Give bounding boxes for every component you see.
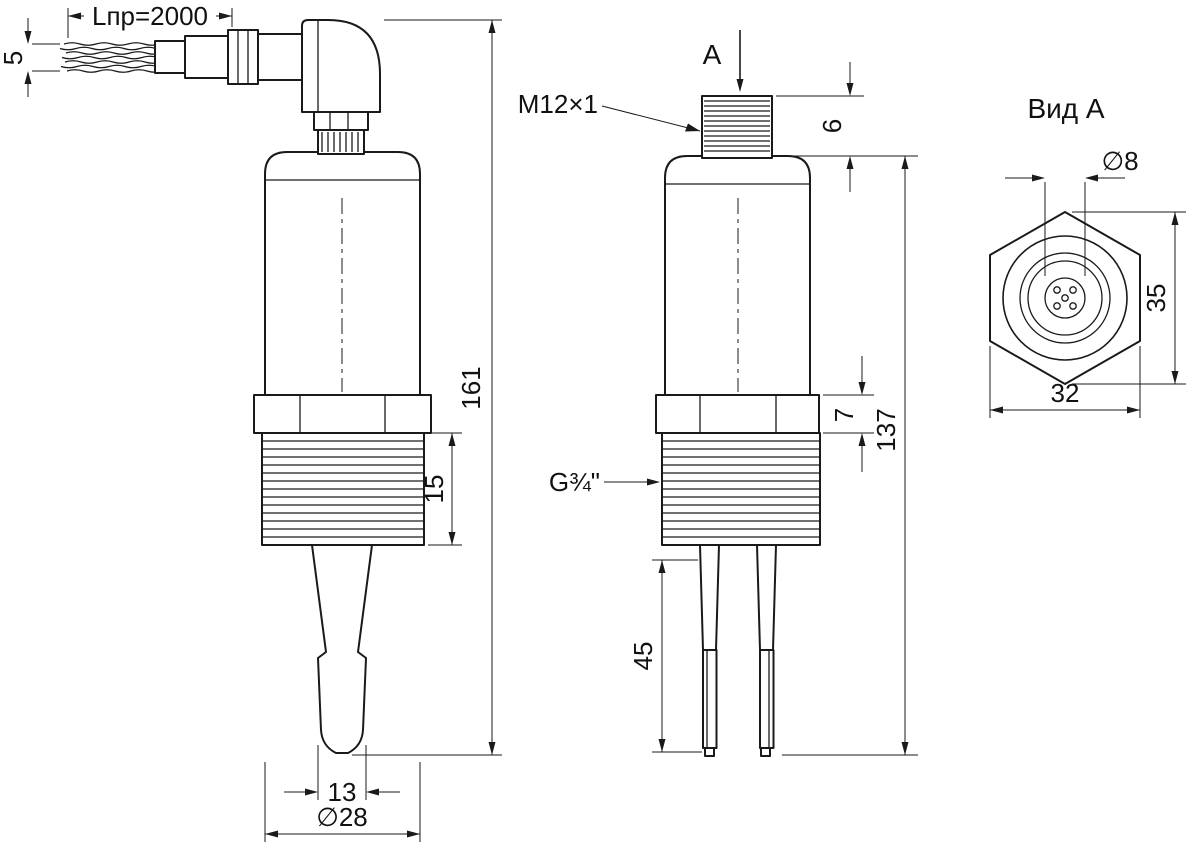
elbow-connector [301, 19, 381, 113]
dim-thread-length: 15 [419, 432, 462, 546]
hex-nut-front [655, 394, 820, 434]
dim-cable-length-text: Lпр=2000 [92, 1, 208, 31]
dim-connector-height-text: 6 [817, 119, 847, 133]
process-thread-text: G¾" [549, 467, 600, 497]
view-a-title: Вид А [1027, 93, 1104, 124]
section-view-arrow: А [703, 30, 744, 92]
dim-total-height: 161 [352, 19, 502, 756]
label-connector-thread: M12×1 [518, 89, 701, 132]
dim-nut-height: 7 [823, 356, 874, 472]
right-view-top: Вид А ∅8 [989, 93, 1186, 418]
dim-fork-length: 45 [628, 559, 702, 753]
dim-across-flats-text: 32 [1051, 378, 1080, 408]
coupling-ring [317, 129, 365, 155]
m12-connector [701, 95, 773, 159]
label-process-thread: G¾" [549, 467, 660, 497]
dim-fork-width: 13 [284, 745, 400, 807]
connector-pins [1053, 286, 1077, 310]
section-view-label: А [703, 39, 722, 70]
fork-prongs [699, 544, 777, 757]
connector-neck [313, 111, 369, 131]
dim-housing-height: 137 [782, 156, 918, 756]
dim-housing-height-text: 137 [871, 408, 901, 451]
dim-fork-width-text: 13 [328, 777, 357, 807]
dim-cable-dia-text: 5 [0, 51, 28, 65]
cable-strands [59, 42, 164, 73]
left-view-sensor-side: Lпр=2000 5 161 15 [0, 1, 502, 842]
process-thread [261, 432, 425, 546]
dim-body-dia: ∅28 [264, 762, 421, 842]
dim-cable-length: Lпр=2000 [67, 1, 233, 38]
fork-blade-side [311, 544, 373, 754]
hex-nut [253, 394, 432, 434]
hex-outline [989, 211, 1141, 385]
process-thread-front [661, 432, 821, 546]
dim-nut-height-text: 7 [829, 408, 859, 422]
cable-gland [154, 29, 303, 85]
dim-across-flats: 32 [989, 346, 1141, 418]
dim-connector-height: 6 [776, 62, 918, 192]
dim-total-height-text: 161 [456, 366, 486, 409]
middle-view-sensor-front: А M12×1 6 7 [518, 30, 918, 757]
dim-pin-face-dia: ∅8 [1005, 146, 1139, 276]
dim-pin-face-dia-text: ∅8 [1101, 146, 1138, 176]
dim-across-corners-text: 35 [1141, 284, 1171, 313]
connector-face-circles [1002, 235, 1128, 361]
dim-cable-dia: 5 [0, 18, 60, 97]
dim-thread-length-text: 15 [419, 475, 449, 504]
dim-across-corners: 35 [1072, 211, 1186, 385]
dim-body-dia-text: ∅28 [316, 802, 368, 832]
connector-thread-text: M12×1 [518, 89, 598, 119]
dim-fork-length-text: 45 [628, 642, 658, 671]
